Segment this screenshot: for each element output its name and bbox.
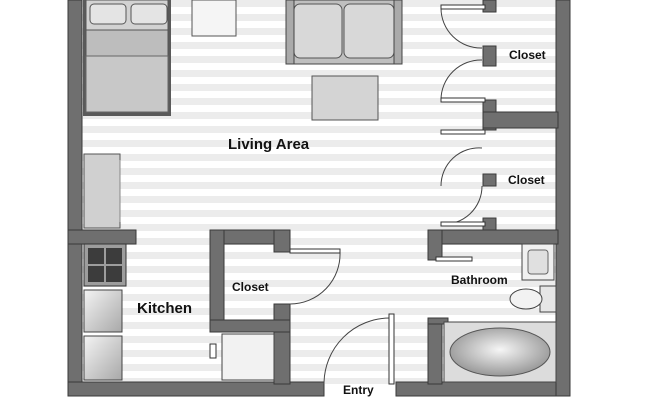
door-panels	[209, 4, 486, 385]
dresser	[83, 153, 121, 229]
door-swings	[289, 7, 483, 385]
mid-right-closet-label: Closet	[508, 173, 545, 187]
side-table	[191, 0, 237, 37]
bathroom-walls	[427, 317, 449, 385]
entry-label: Entry	[343, 383, 374, 397]
living-area-label: Living Area	[228, 136, 310, 153]
bathroom-label: Bathroom	[451, 273, 508, 287]
toilet	[509, 285, 557, 313]
center-closet-walls	[209, 229, 291, 385]
bed	[83, 0, 171, 116]
stove	[83, 243, 127, 287]
closet-walls	[427, 0, 559, 261]
kitchen-walls	[67, 229, 137, 245]
kitchen-label: Kitchen	[137, 300, 193, 317]
sink	[521, 243, 555, 281]
utility-cabinet	[221, 333, 275, 381]
sofa	[285, 0, 403, 65]
center-closet-label: Closet	[232, 280, 269, 294]
bathtub	[443, 321, 557, 383]
coffee-table	[311, 75, 379, 121]
kitchen-cabinets	[83, 289, 123, 381]
top-right-closet-label: Closet	[509, 48, 546, 62]
